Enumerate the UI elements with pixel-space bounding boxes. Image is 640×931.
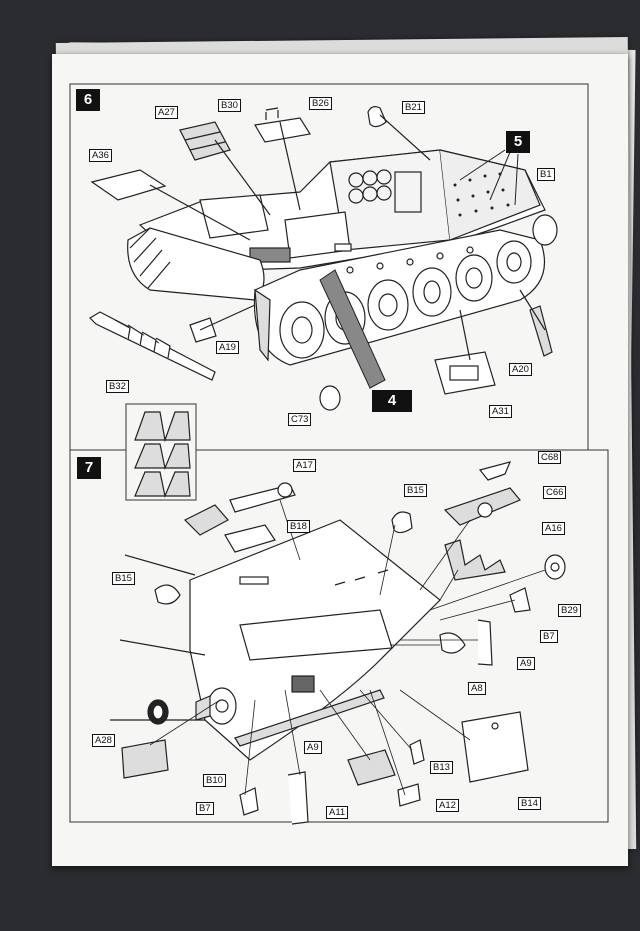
step7-parts	[121, 461, 566, 825]
part-label-a28: A28	[92, 734, 115, 747]
part-label-a16: A16	[542, 522, 565, 535]
part-label-b13: B13	[430, 761, 453, 774]
part-label-c68: C68	[538, 451, 562, 464]
part-label-b7-right: B7	[540, 630, 558, 643]
part-label-a19: A19	[216, 341, 239, 354]
part-label-b29: B29	[558, 604, 581, 617]
part-label-b18: B18	[287, 520, 310, 533]
step-7-number: 7	[77, 457, 101, 479]
part-label-b15-left: B15	[112, 572, 135, 585]
step7-hull-drawing	[110, 519, 441, 761]
part-label-a36: A36	[89, 149, 112, 162]
part-label-a31: A31	[489, 405, 512, 418]
part-label-a8: A8	[468, 682, 486, 695]
part-label-c73: C73	[288, 413, 312, 426]
callout5-lines	[459, 149, 519, 206]
part-label-c66: C66	[543, 486, 567, 499]
part-label-b14: B14	[518, 797, 541, 810]
part-label-b15-top: B15	[404, 484, 427, 497]
callout-4-number: 4	[372, 390, 412, 412]
step6-vehicle-drawing	[127, 149, 558, 366]
part-label-b26: B26	[309, 97, 332, 110]
part-label-a27: A27	[155, 106, 178, 119]
part-label-a12: A12	[436, 799, 459, 812]
part-label-b21: B21	[402, 101, 425, 114]
step-6-number: 6	[76, 89, 100, 111]
callout-5-number: 5	[506, 131, 530, 153]
part-label-b32: B32	[106, 380, 129, 393]
part-label-a11: A11	[326, 806, 349, 819]
part-label-b7-bottom: B7	[196, 802, 214, 815]
step7-panel	[69, 449, 609, 823]
track-links-inset	[125, 403, 197, 501]
part-label-b10: B10	[203, 774, 226, 787]
part-label-a20: A20	[509, 363, 532, 376]
part-label-a17: A17	[293, 459, 316, 472]
callout4-arrow	[319, 269, 386, 389]
step6-parts	[89, 106, 553, 411]
part-label-a9-bottom: A9	[304, 741, 322, 754]
part-label-a9-right: A9	[517, 657, 535, 670]
part-label-b30: B30	[218, 99, 241, 112]
part-label-b1: B1	[537, 168, 555, 181]
